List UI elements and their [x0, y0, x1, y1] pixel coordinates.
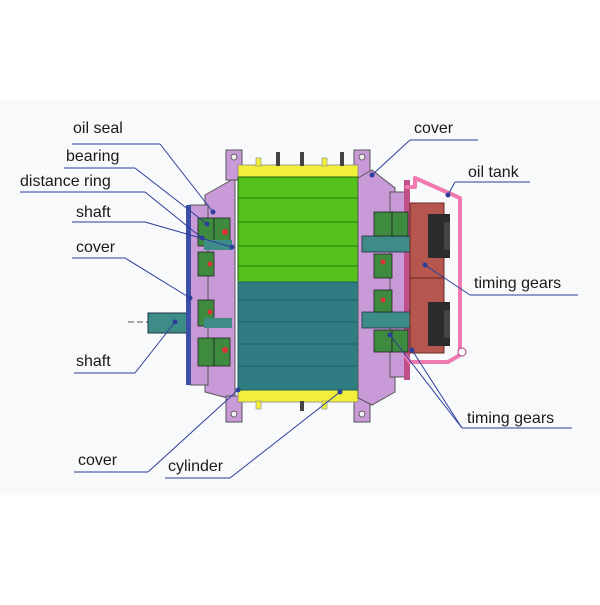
- right-bearings: [373, 211, 409, 353]
- yellow-bands: [237, 152, 359, 411]
- oil-tank: [403, 176, 467, 364]
- label-cylinder: cylinder: [168, 458, 224, 475]
- lower-rotor: [237, 281, 359, 391]
- label-oil-seal: oil seal: [73, 120, 123, 137]
- label-timing-gears-right: timing gears: [474, 275, 562, 292]
- label-cover-left: cover: [76, 239, 116, 256]
- label-shaft-upper: shaft: [76, 204, 111, 221]
- label-distance-ring: distance ring: [20, 173, 111, 190]
- label-shaft-lower: shaft: [76, 353, 111, 370]
- label-cover-bottom: cover: [78, 452, 118, 469]
- label-bearing: bearing: [66, 148, 120, 165]
- right-cover: [357, 169, 410, 406]
- upper-rotor: [237, 176, 359, 283]
- leader-lines: [20, 139, 578, 479]
- label-timing-gears-bottom: timing gears: [467, 410, 555, 427]
- right-shafts: [361, 235, 413, 329]
- label-cover-top: cover: [414, 120, 454, 137]
- left-bearings: [197, 217, 232, 367]
- label-oil-tank: oil tank: [468, 164, 519, 181]
- left-cover: [186, 177, 236, 401]
